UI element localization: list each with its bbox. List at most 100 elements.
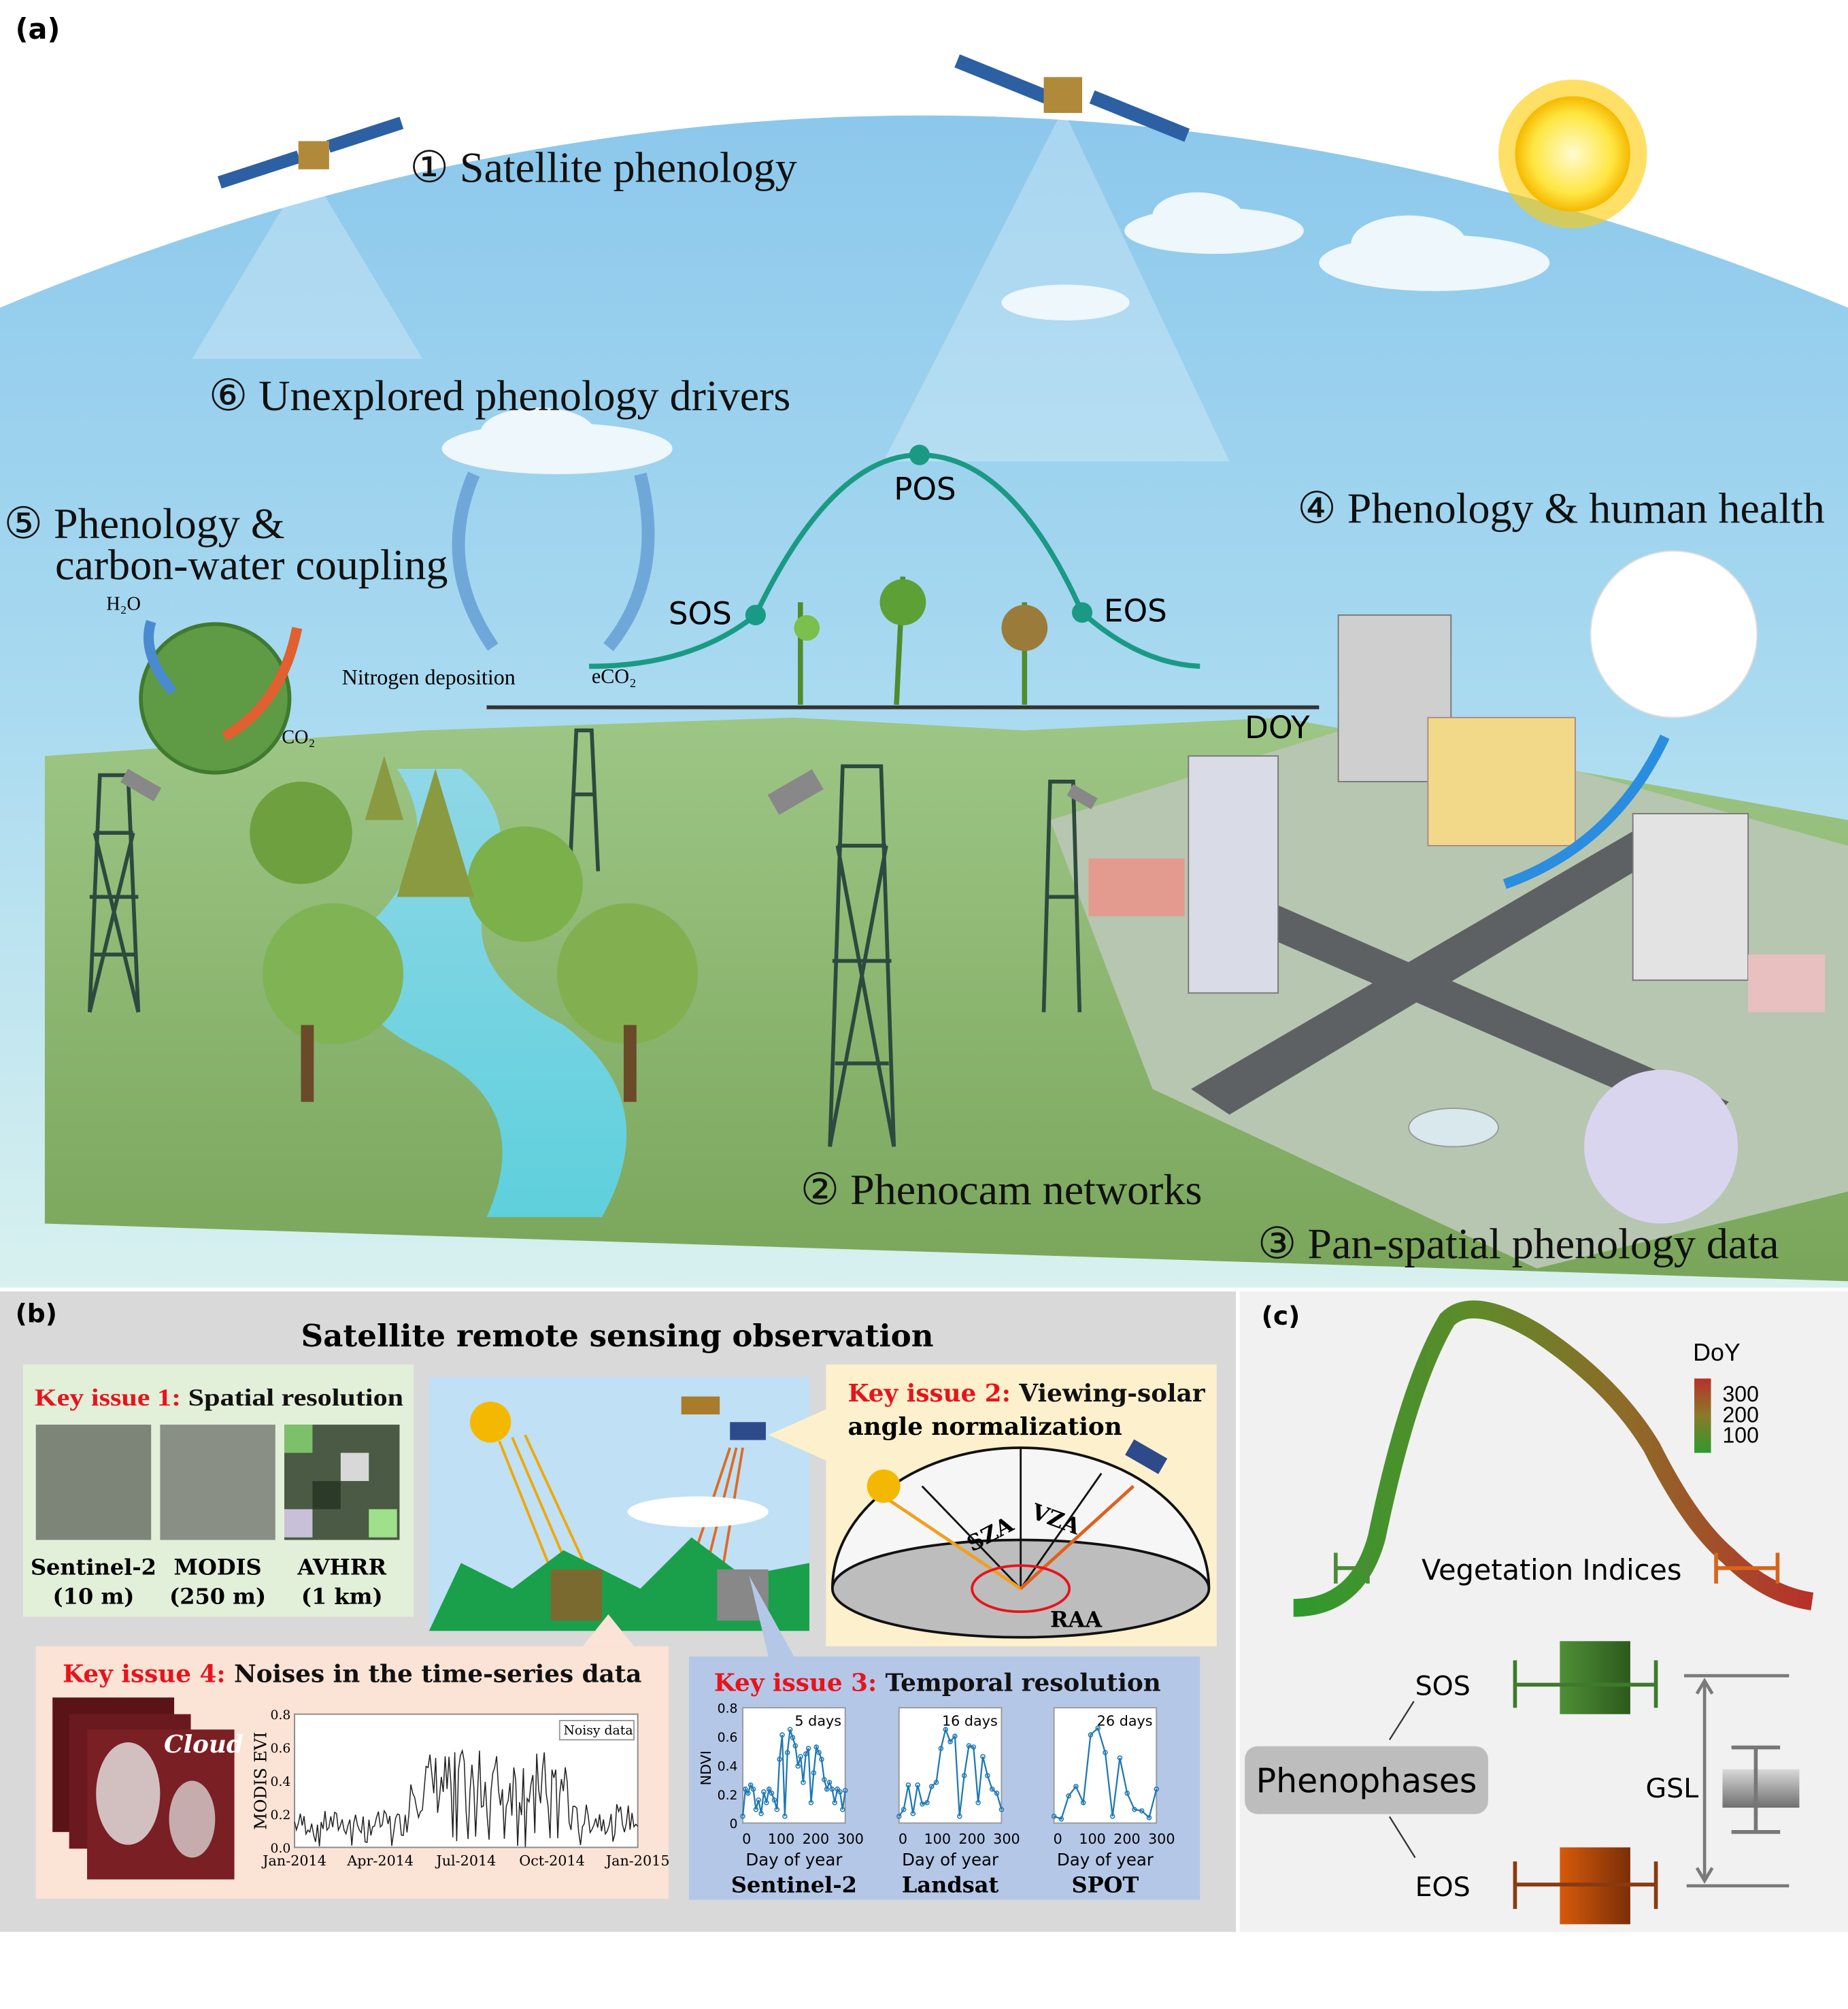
ndvi-series (898, 1727, 1003, 1817)
ndvi-point (745, 1791, 751, 1796)
ndvi-xtick: 200 (1113, 1831, 1141, 1847)
ndvi-point (947, 1739, 953, 1744)
panel-a: (a) ① Satellite phenology ⑥ Unexplored p… (0, 12, 1848, 1288)
ndvi-xlabel: Day of year (902, 1850, 999, 1870)
doy-tick: 200 (1722, 1402, 1758, 1427)
ndvi-point (764, 1799, 769, 1806)
svg-text:Key issue 2: Viewing-s: Key issue 2: Viewing-solar (847, 1379, 1205, 1408)
satellite-icon (681, 1396, 720, 1415)
gsl-boxplot (1722, 1745, 1800, 1834)
arrow-eco2 (603, 472, 655, 652)
ndvi-ytick: 0.8 (718, 1702, 738, 1716)
panel-c-label: (c) (1262, 1301, 1300, 1331)
sun-icon (1498, 80, 1647, 229)
evi-ytick: 0.2 (270, 1808, 290, 1823)
label-unexplored-drivers: ⑥ Unexplored phenology drivers (209, 371, 790, 420)
ndvi-point (1124, 1791, 1130, 1796)
ndvi-xtick: 300 (837, 1831, 864, 1847)
eos-label: EOS (1415, 1872, 1471, 1903)
sos-label: SOS (1415, 1670, 1471, 1701)
forest-trees (250, 756, 699, 1102)
ndvi-ytick: 0.2 (718, 1789, 738, 1803)
angle-hemisphere-diagram (830, 1439, 1211, 1639)
key-issue-2-box: Key issue 2: Viewing-solar angle normali… (826, 1364, 1217, 1646)
vi-label: Vegetation Indices (1422, 1554, 1681, 1587)
satellite-icon (1125, 1439, 1168, 1474)
ndvi-xtick: 100 (924, 1831, 952, 1847)
modis-image (160, 1425, 275, 1540)
satellite-left-icon (192, 116, 423, 359)
ndvi-point (915, 1782, 920, 1788)
vi-errorbar-orange (1714, 1553, 1780, 1584)
key-issue-3-text: Temporal resolution (886, 1669, 1161, 1697)
ndvi-point (994, 1791, 1000, 1796)
ndvi-point (961, 1773, 967, 1778)
evi-xtick: Oct-2014 (519, 1853, 585, 1869)
ndvi-point (792, 1743, 799, 1748)
ndvi-point (813, 1744, 819, 1750)
ndvi-xlabel: Day of year (745, 1850, 843, 1870)
ndvi-point (766, 1787, 772, 1792)
curve-sos: SOS (669, 595, 732, 631)
ndvi-point (1073, 1784, 1079, 1789)
cloud-image-stack (52, 1697, 235, 1880)
ndvi-sensor: Landsat (902, 1872, 999, 1897)
ndvi-point (774, 1806, 780, 1812)
ndvi-point (808, 1799, 814, 1806)
key-issue-2-key: Key issue 2: (847, 1379, 1010, 1408)
key-issue-1-key: Key issue 1: (35, 1384, 181, 1411)
phenology-curve (486, 444, 1320, 710)
evi-ytick: 0.0 (270, 1842, 290, 1856)
ndvi-point (1109, 1813, 1115, 1819)
evi-xtick: Jan-2015 (605, 1853, 670, 1869)
ndvi-point (832, 1799, 838, 1806)
label-human-health: ④ Phenology & human health (1297, 484, 1825, 533)
doy-tick: 100 (1722, 1423, 1758, 1447)
svg-text:Key issue 1: Spatial r: Key issue 1: Spatial resolution (35, 1384, 403, 1411)
ndvi-point (816, 1750, 822, 1755)
svg-text:Key issue 4: Noises in: Key issue 4: Noises in the time-series d… (63, 1660, 641, 1689)
panel-b-title: Satellite remote sensing observation (301, 1318, 934, 1354)
sun-icon (470, 1401, 511, 1443)
evi-ylabel: MODIS EVI (251, 1731, 271, 1829)
ndvi-point (784, 1750, 790, 1755)
ndvi-point (819, 1757, 824, 1762)
callout-pointer (749, 1576, 794, 1657)
ndvi-point (998, 1806, 1005, 1812)
key-issue-4-text: Noises in the time-series data (234, 1660, 641, 1689)
key-issue-1-text: Spatial resolution (188, 1384, 404, 1411)
callout-pointer (582, 1614, 635, 1646)
arrow-nitrogen (452, 471, 499, 651)
ndvi-xtick: 300 (993, 1831, 1020, 1847)
phenophases-label: Phenophases (1256, 1761, 1477, 1800)
vegetation-index-curve (1293, 1300, 1814, 1617)
ndvi-xtick: 100 (1079, 1831, 1106, 1847)
ndvi-point (943, 1727, 949, 1732)
ndvi-point (753, 1806, 759, 1812)
ndvi-point (761, 1789, 767, 1795)
ndvi-sensor: SPOT (1071, 1872, 1139, 1897)
ndvi-xtick: 200 (803, 1831, 830, 1847)
ndvi-point (740, 1813, 745, 1819)
phenophase-connectors (1388, 1701, 1416, 1859)
ndvi-sensor: Sentinel-2 (731, 1872, 857, 1897)
panel-c: (c) DoY 300 200 100 Vegetation Indices S… (1239, 1291, 1848, 1932)
ndvi-point (835, 1787, 840, 1792)
ndvi-xtick: 100 (768, 1831, 795, 1847)
key-issue-4-box: Key issue 4: Noises in the time-series d… (35, 1646, 670, 1899)
ndvi-point (1146, 1814, 1152, 1821)
evi-ytick: 0.8 (270, 1708, 290, 1723)
key-issue-3-box: Key issue 3: Temporal resolution NDVI 0.… (688, 1656, 1200, 1900)
ndvi-point (837, 1789, 843, 1795)
ndvi-point (901, 1806, 907, 1812)
panel-a-label: (a) (16, 13, 61, 46)
ndvi-interval: 26 days (1097, 1713, 1153, 1729)
ndvi-point (769, 1791, 775, 1796)
ndvi-point (743, 1787, 748, 1792)
evi-legend (558, 1720, 635, 1741)
ndvi-xtick: 200 (958, 1831, 986, 1847)
sensor-name: MODIS (174, 1554, 262, 1580)
ndvi-point (1117, 1755, 1123, 1761)
ndvi-point (803, 1751, 809, 1757)
